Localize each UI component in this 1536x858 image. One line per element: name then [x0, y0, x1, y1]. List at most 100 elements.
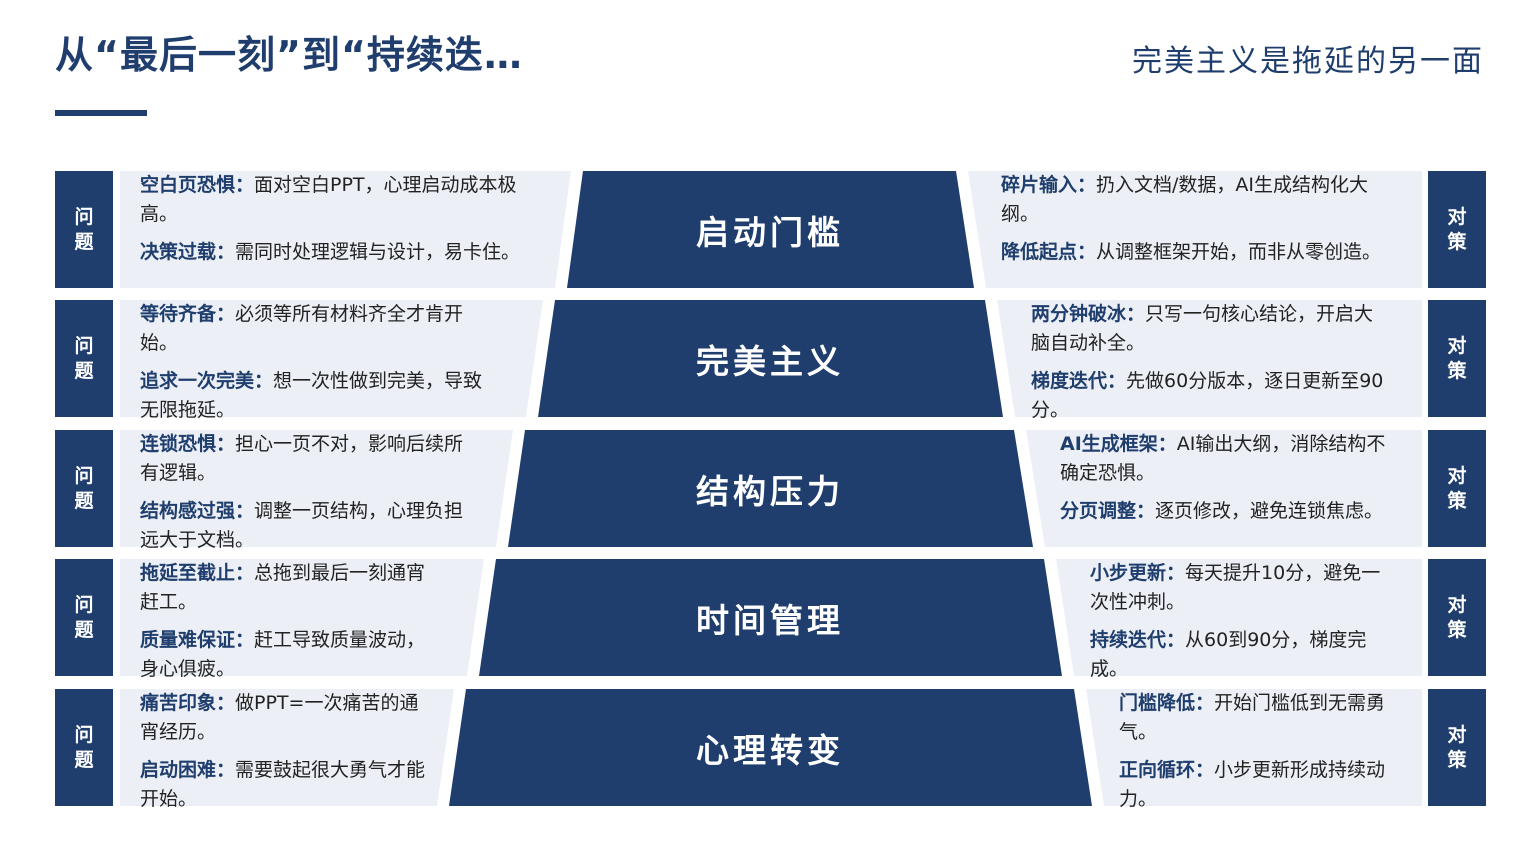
stage-label: 心理转变	[696, 730, 844, 770]
solution-tag: 对策	[1428, 689, 1486, 806]
solution-title: 小步更新：	[1090, 562, 1186, 584]
solution-item: AI生成框架：AI输出大纲，消除结构不确定恐惧。	[1060, 430, 1395, 488]
problem-tag-char: 题	[74, 359, 94, 382]
solution-item: 小步更新：每天提升10分，避免一次性冲刺。	[1090, 559, 1395, 617]
problem-tag: 问题	[55, 689, 113, 806]
problem-item: 空白页恐惧：面对空白PPT，心理启动成本极高。	[140, 171, 540, 229]
solution-title: 降低起点：	[1001, 241, 1097, 263]
problem-text: 做PPT=一次痛苦的通宵经历。	[140, 692, 419, 743]
solution-list: 两分钟破冰：只写一句核心结论，开启大脑自动补全。梯度迭代：先做60分版本，逐日更…	[1031, 300, 1391, 434]
stage-shape	[496, 430, 1045, 547]
solution-tag-char: 策	[1447, 748, 1467, 771]
solution-item: 分页调整：逐页修改，避免连锁焦虑。	[1060, 497, 1395, 526]
problem-item: 决策过载：需同时处理逻辑与设计，易卡住。	[140, 238, 540, 267]
solution-text: 先做60分版本，逐日更新至90分。	[1031, 370, 1384, 421]
problem-title: 拖延至截止：	[140, 562, 255, 584]
solution-title: 门槛降低：	[1119, 692, 1215, 714]
solution-text: AI输出大纲，消除结构不确定恐惧。	[1060, 433, 1386, 484]
pyramid-row: 时间管理问题对策拖延至截止：总拖到最后一刻通宵赶工。质量难保证：赶工导致质量波动…	[0, 559, 1536, 680]
problem-title: 决策过载：	[140, 241, 236, 263]
solution-panel	[940, 171, 1422, 288]
solution-title: 分页调整：	[1060, 500, 1156, 522]
problem-title: 结构感过强：	[140, 500, 255, 522]
problem-list: 等待齐备：必须等所有材料齐全才肯开始。追求一次完美：想一次性做到完美，导致无限拖…	[140, 300, 500, 434]
problem-list: 痛苦印象：做PPT=一次痛苦的通宵经历。启动困难：需要鼓起很大勇气才能开始。	[140, 689, 430, 823]
solution-tag-char: 对	[1447, 593, 1467, 616]
solution-item: 梯度迭代：先做60分版本，逐日更新至90分。	[1031, 367, 1391, 425]
solution-tag: 对策	[1428, 300, 1486, 417]
solution-text: 扔入文档/数据，AI生成结构化大纲。	[1001, 174, 1369, 225]
solution-tag: 对策	[1428, 430, 1486, 547]
solution-tag-char: 策	[1447, 618, 1467, 641]
pyramid-row: 心理转变 问题 对策 痛苦印象：做PPT=一次痛苦的通宵经历。启动困难：需要鼓起很大勇…	[0, 689, 1536, 810]
stage-label: 完美主义	[696, 341, 844, 381]
solution-title: AI生成框架：	[1060, 433, 1177, 455]
solution-tag: 对策	[1428, 559, 1486, 676]
problem-item: 启动困难：需要鼓起很大勇气才能开始。	[140, 756, 430, 814]
problem-item: 连锁恐惧：担心一页不对，影响后续所有逻辑。	[140, 430, 480, 488]
solution-list: 门槛降低：开始门槛低到无需勇气。正向循环：小步更新形成持续动力。	[1119, 689, 1399, 823]
solution-title: 梯度迭代：	[1031, 370, 1127, 392]
stage-shape	[467, 559, 1074, 676]
problem-item: 拖延至截止：总拖到最后一刻通宵赶工。	[140, 559, 440, 617]
problem-tag: 问题	[55, 430, 113, 547]
solution-text: 从调整框架开始，而非从零创造。	[1096, 241, 1382, 263]
stage-label: 时间管理	[696, 600, 844, 640]
problem-title: 追求一次完美：	[140, 370, 274, 392]
solution-item: 两分钟破冰：只写一句核心结论，开启大脑自动补全。	[1031, 300, 1391, 358]
solution-text: 开始门槛低到无需勇气。	[1119, 692, 1386, 743]
solution-tag-char: 对	[1447, 205, 1467, 228]
title-underline	[55, 110, 147, 116]
problem-tag-char: 问	[74, 593, 94, 616]
solution-text: 逐页修改，避免连锁焦虑。	[1155, 500, 1384, 522]
problem-title: 启动困难：	[140, 759, 236, 781]
stage-trapezoid	[479, 559, 1062, 676]
problem-text: 赶工导致质量波动，身心俱疲。	[140, 629, 426, 680]
problem-tag-char: 问	[74, 334, 94, 357]
solution-tag-char: 对	[1447, 723, 1467, 746]
problem-tag: 问题	[55, 300, 113, 417]
solution-list: 小步更新：每天提升10分，避免一次性冲刺。持续迭代：从60到90分，梯度完成。	[1090, 559, 1395, 693]
solution-item: 正向循环：小步更新形成持续动力。	[1119, 756, 1399, 814]
problem-item: 结构感过强：调整一页结构，心理负担远大于文档。	[140, 497, 480, 555]
problem-text: 担心一页不对，影响后续所有逻辑。	[140, 433, 464, 484]
problem-tag-char: 问	[74, 464, 94, 487]
problem-panel	[120, 171, 600, 288]
solution-list: 碎片输入：扔入文档/数据，AI生成结构化大纲。降低起点：从调整框架开始，而非从零…	[1001, 171, 1391, 276]
stage-label: 结构压力	[696, 471, 844, 511]
solution-text: 只写一句核心结论，开启大脑自动补全。	[1031, 303, 1374, 354]
problem-list: 空白页恐惧：面对空白PPT，心理启动成本极高。决策过载：需同时处理逻辑与设计，易…	[140, 171, 540, 276]
solution-text: 从60到90分，梯度完成。	[1090, 629, 1367, 680]
problem-text: 面对空白PPT，心理启动成本极高。	[140, 174, 517, 225]
problem-text: 需要鼓起很大勇气才能开始。	[140, 759, 426, 810]
problem-title: 等待齐备：	[140, 303, 236, 325]
problem-item: 追求一次完美：想一次性做到完美，导致无限拖延。	[140, 367, 500, 425]
problem-item: 质量难保证：赶工导致质量波动，身心俱疲。	[140, 626, 440, 684]
page-subtitle: 完美主义是拖延的另一面	[1132, 44, 1484, 79]
problem-list: 连锁恐惧：担心一页不对，影响后续所有逻辑。结构感过强：调整一页结构，心理负担远大…	[140, 430, 480, 564]
solution-tag-char: 策	[1447, 359, 1467, 382]
page-title: 从“最后一刻”到“持续迭…	[55, 33, 523, 77]
solution-title: 碎片输入：	[1001, 174, 1097, 196]
stage-label: 启动门槛	[696, 212, 844, 252]
problem-tag: 问题	[55, 559, 113, 676]
solution-tag-char: 对	[1447, 464, 1467, 487]
solution-title: 正向循环：	[1119, 759, 1215, 781]
pyramid-row: 结构压力问题对策连锁恐惧：担心一页不对，影响后续所有逻辑。结构感过强：调整一页结…	[0, 430, 1536, 551]
problem-tag-char: 问	[74, 205, 94, 228]
stage-trapezoid	[567, 171, 974, 288]
problem-tag-char: 题	[74, 230, 94, 253]
stage-trapezoid	[538, 300, 1003, 417]
solution-tag-char: 策	[1447, 489, 1467, 512]
stage-shape	[437, 689, 1104, 806]
problem-title: 痛苦印象：	[140, 692, 236, 714]
pyramid-row: 完美主义问题对策等待齐备：必须等所有材料齐全才肯开始。追求一次完美：想一次性做到…	[0, 300, 1536, 421]
problem-text: 需同时处理逻辑与设计，易卡住。	[235, 241, 521, 263]
problem-tag-char: 题	[74, 618, 94, 641]
stage-trapezoid	[449, 689, 1092, 806]
solution-item: 门槛降低：开始门槛低到无需勇气。	[1119, 689, 1399, 747]
solution-title: 持续迭代：	[1090, 629, 1186, 651]
solution-title: 两分钟破冰：	[1031, 303, 1146, 325]
problem-title: 空白页恐惧：	[140, 174, 255, 196]
problem-tag-char: 问	[74, 723, 94, 746]
